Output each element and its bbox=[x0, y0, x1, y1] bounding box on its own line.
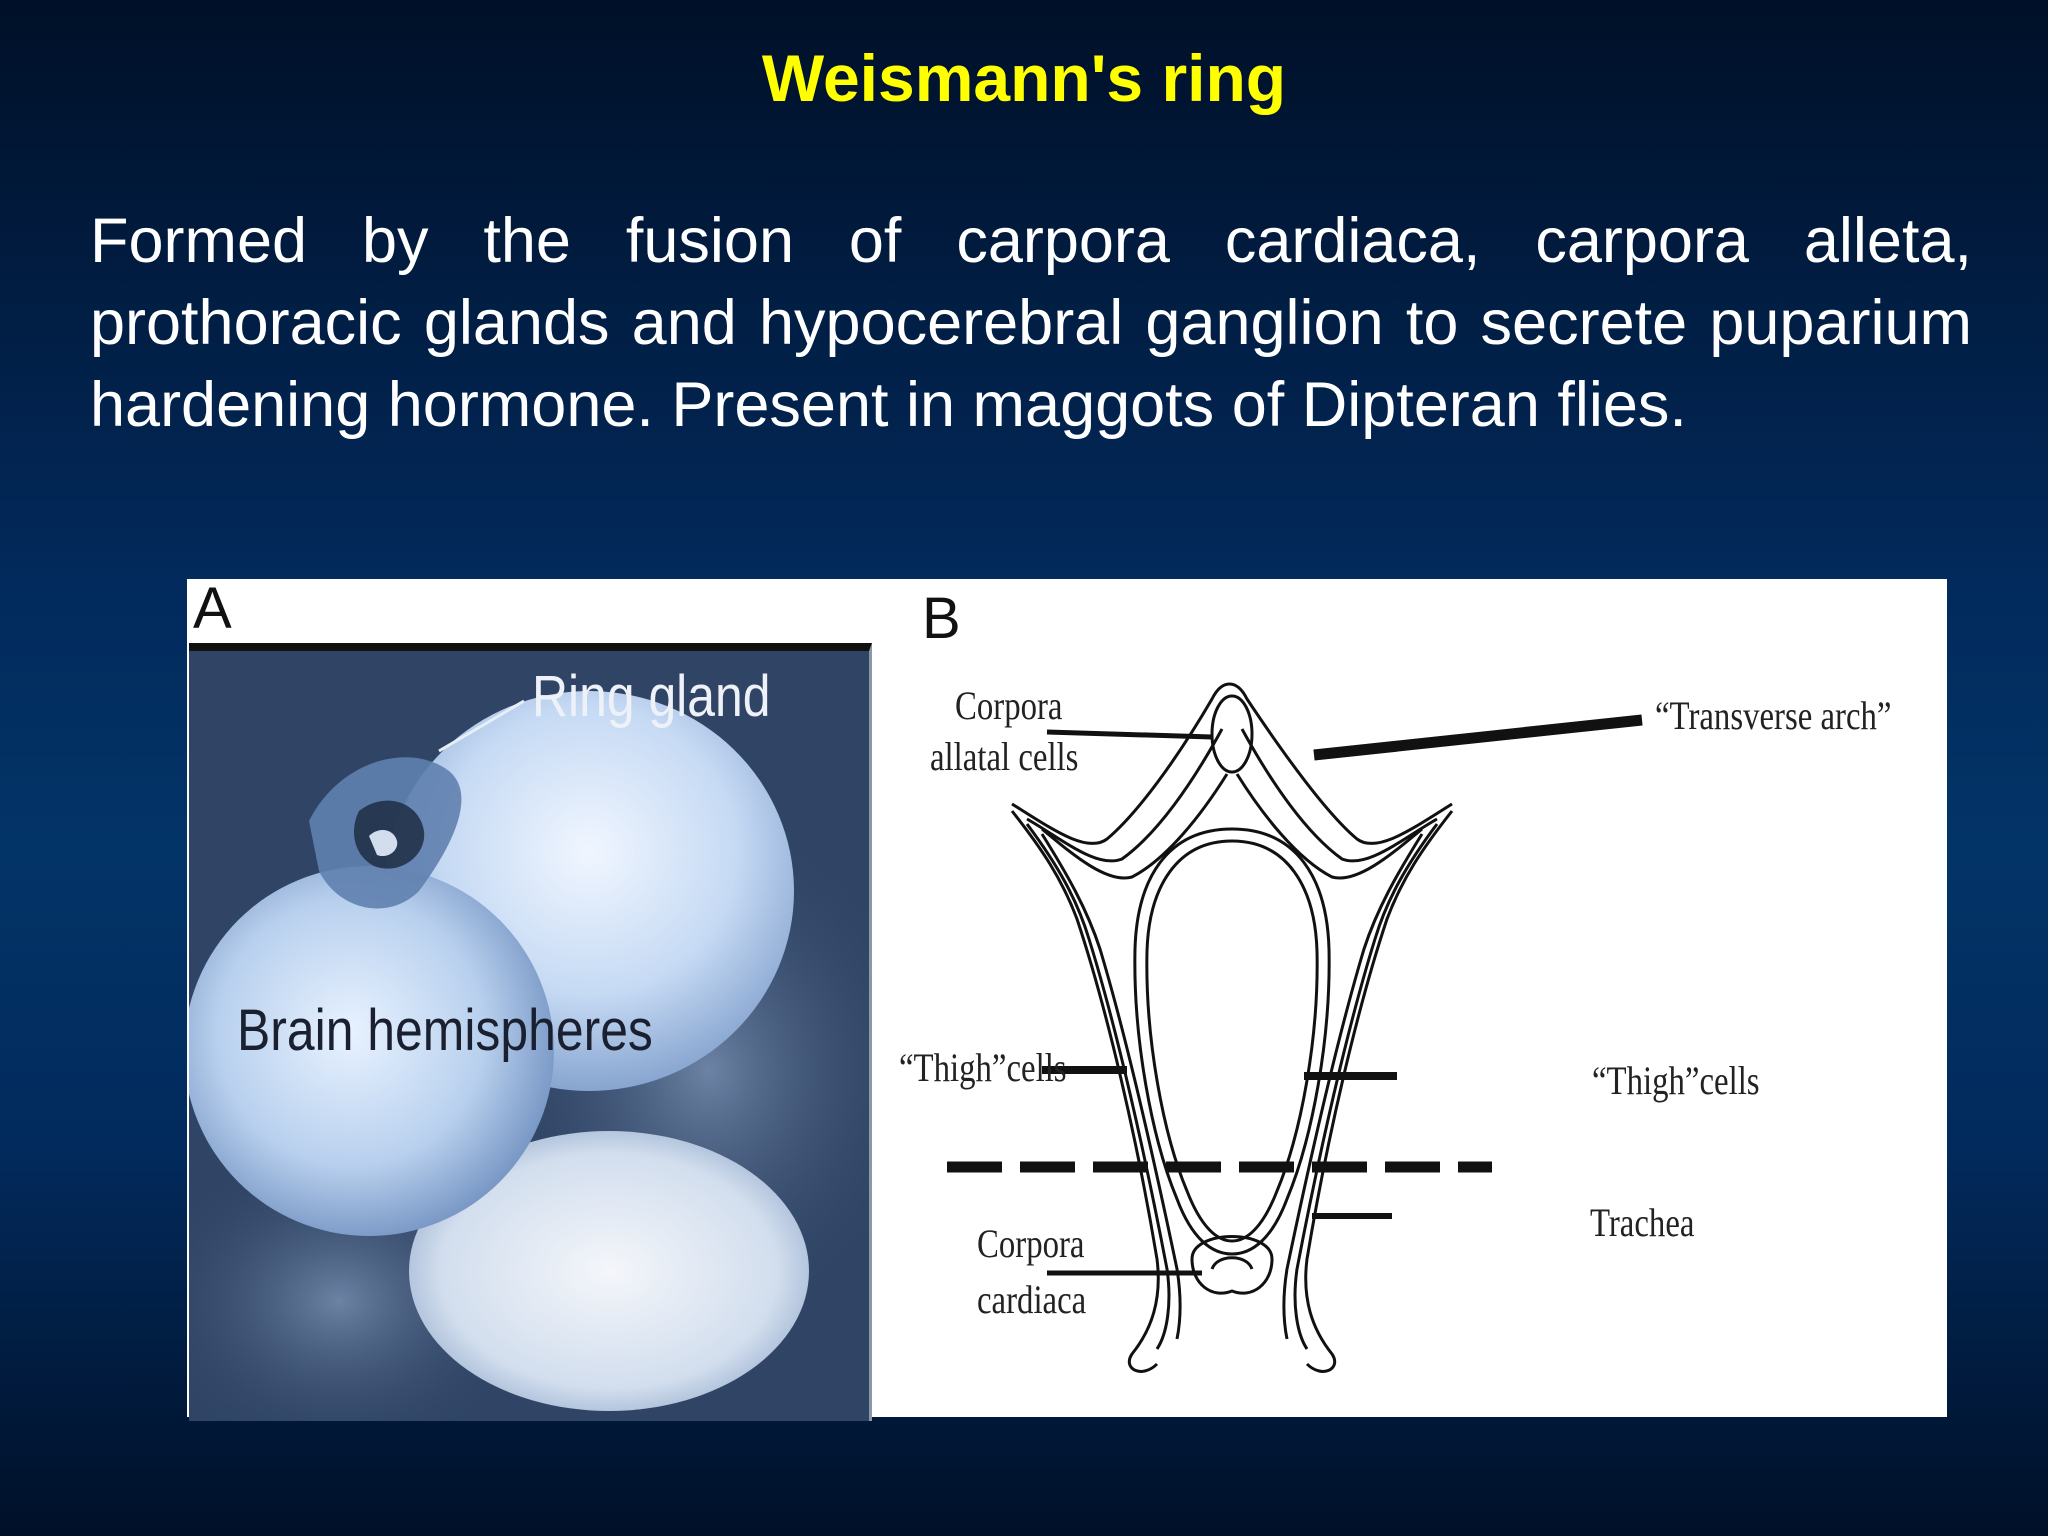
ring-gland-label: Ring gland bbox=[532, 664, 771, 729]
panel-a-letter: A bbox=[193, 576, 232, 641]
trachea-label: Trachea bbox=[1590, 1200, 1695, 1245]
brain-hemispheres-label: Brain hemispheres bbox=[237, 998, 653, 1063]
photo-illustration bbox=[189, 651, 869, 1421]
corpora-cardiaca-label-line1: Corpora bbox=[977, 1221, 1085, 1266]
transverse-arch-label: “Transverse arch” bbox=[1655, 693, 1892, 738]
thigh-cells-left-label: “Thigh”cells bbox=[899, 1045, 1067, 1090]
corpora-allatal-label-line1: Corpora bbox=[955, 683, 1063, 728]
ring-gland-photo: Ring gland Brain hemispheres bbox=[189, 643, 872, 1421]
thigh-cells-right-label: “Thigh”cells bbox=[1592, 1058, 1760, 1103]
slide-body-text: Formed by the fusion of carpora cardiaca… bbox=[90, 206, 1972, 440]
panel-b-letter: B bbox=[922, 586, 961, 651]
corpora-allatal-label-line2: allatal cells bbox=[930, 734, 1079, 779]
figure: A bbox=[187, 576, 1947, 1421]
corpora-cardiaca-label-line2: cardiaca bbox=[977, 1277, 1087, 1322]
slide-title: Weismann's ring bbox=[761, 41, 1287, 115]
ring-gland-diagram bbox=[947, 682, 1643, 1373]
